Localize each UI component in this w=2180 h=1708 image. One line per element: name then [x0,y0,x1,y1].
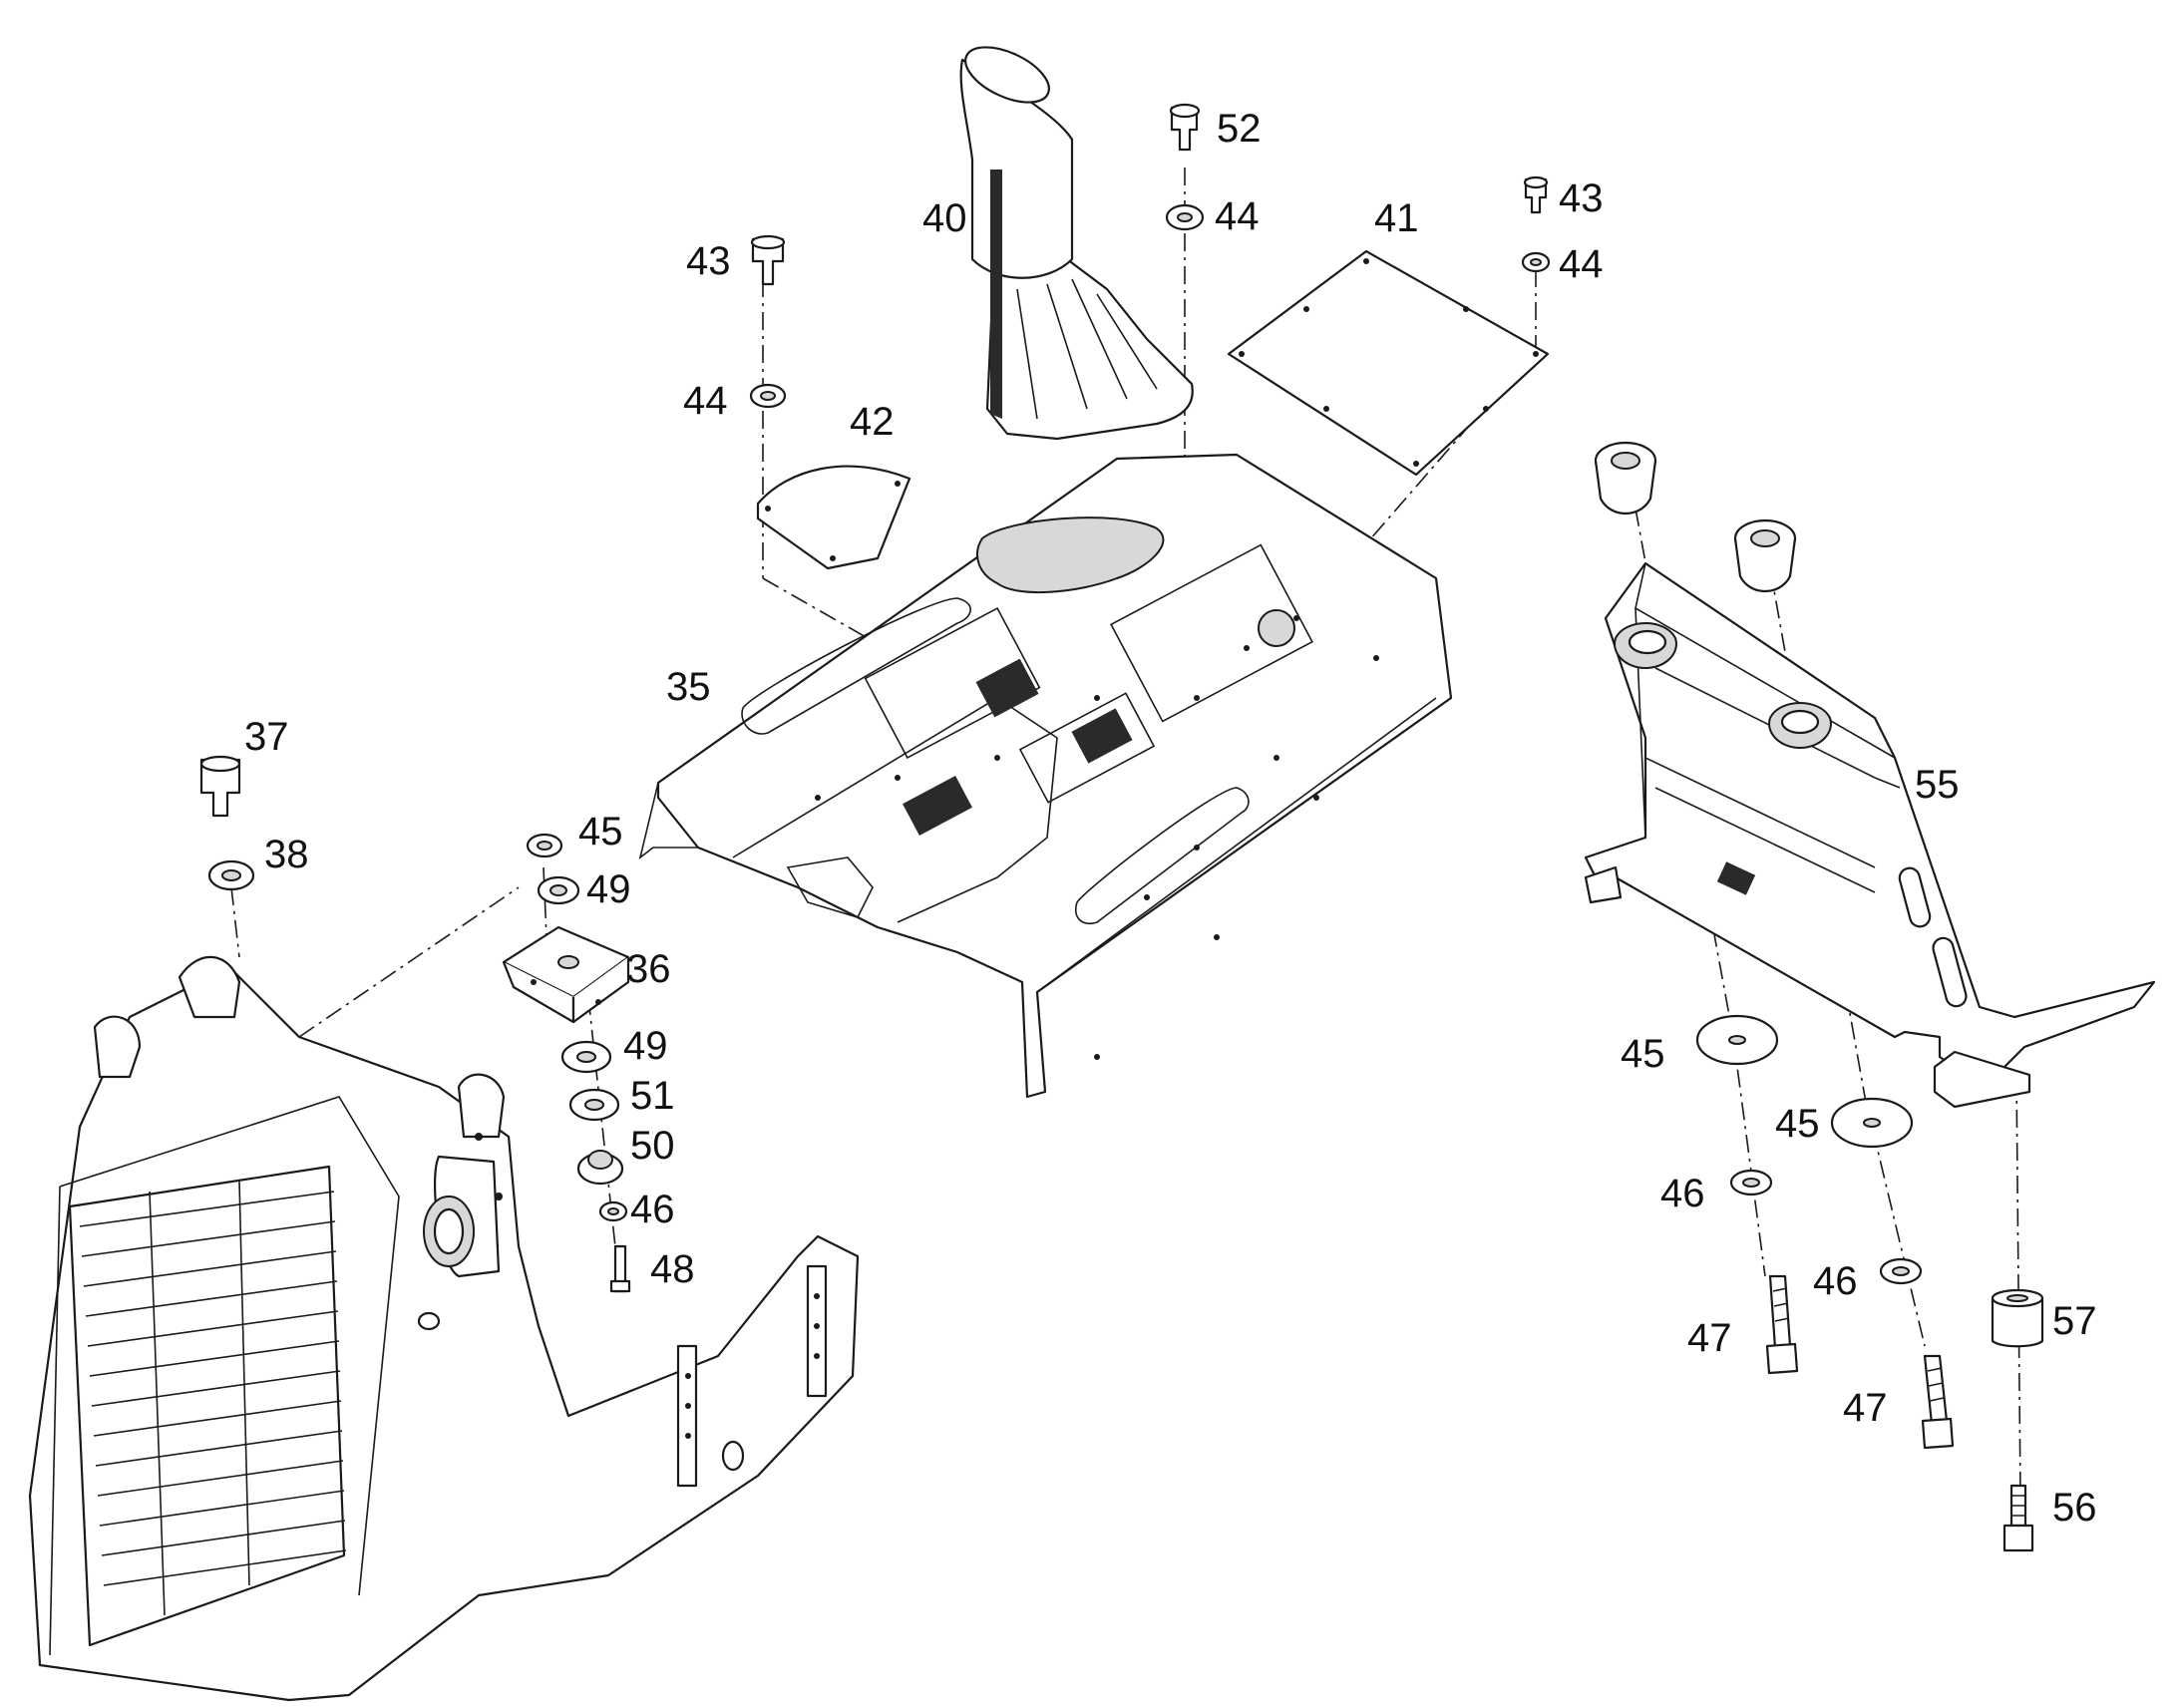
callout-45-right-b: 45 [1775,1102,1820,1146]
callout-44-right: 44 [1559,242,1604,286]
callout-49-top: 49 [586,867,631,911]
callout-44-center: 44 [1215,194,1260,238]
callout-45-right-a: 45 [1621,1032,1665,1076]
callout-43-right: 43 [1559,176,1604,220]
part-41-cover-plate [1227,249,1550,477]
callout-35: 35 [666,665,711,709]
part-37-38-bolt-washer [199,755,255,891]
callout-52: 52 [1217,107,1262,151]
engine-housing [28,955,860,1702]
callout-48: 48 [650,1247,695,1291]
fasteners-top [749,103,1551,409]
callout-46-bracket: 46 [630,1188,675,1231]
part-40-exhaust-chute [959,46,1194,441]
callout-47-b: 47 [1843,1386,1888,1430]
callout-45-bracket: 45 [578,810,623,854]
callout-43-left: 43 [686,239,731,283]
hardware-lower-right [1695,1014,2044,1552]
part-55-frame-bracket [1584,561,2156,1109]
callout-38: 38 [264,833,309,876]
part-36-bracket-stack [502,833,631,1293]
callout-40: 40 [922,196,967,240]
part-42-small-plate [756,465,911,570]
callout-47-a: 47 [1687,1316,1732,1360]
callout-37: 37 [244,715,289,759]
part-35-base-deck [638,453,1453,1099]
callout-49-bottom: 49 [623,1024,668,1068]
callout-46-right-a: 46 [1660,1172,1705,1215]
callout-labels: 35 36 37 38 40 41 42 43 43 44 44 44 45 4… [244,107,2097,1530]
callout-42: 42 [850,400,895,444]
callout-50: 50 [630,1124,675,1168]
callout-41: 41 [1374,196,1419,240]
callout-56: 56 [2052,1486,2097,1530]
callout-36: 36 [626,947,671,991]
callout-57: 57 [2052,1299,2097,1343]
callout-46-right-b: 46 [1813,1259,1858,1303]
callout-51: 51 [630,1074,675,1118]
callout-55: 55 [1915,763,1960,807]
grommets-rubber [1594,441,1797,592]
callout-44-left: 44 [683,379,728,423]
